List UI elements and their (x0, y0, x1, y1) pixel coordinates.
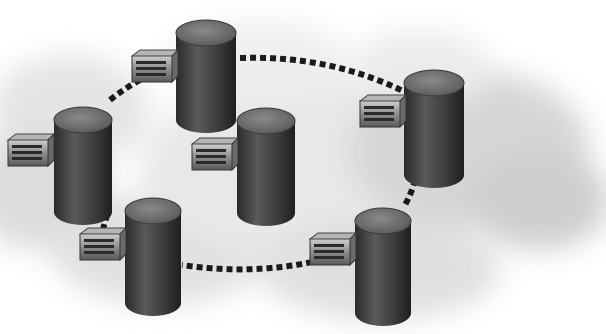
tape-drive-icon (360, 95, 406, 127)
server-cylinder-icon (237, 108, 295, 226)
tape-drive-icon (310, 233, 356, 265)
server-cylinder-icon (176, 20, 236, 133)
tape-drive-icon (80, 228, 126, 260)
server-cylinder-icon (125, 198, 181, 316)
server-cylinder-icon (54, 107, 112, 225)
server-cylinder-icon (404, 70, 464, 188)
tape-drive-icon (192, 138, 238, 170)
server-cylinder-icon (355, 208, 411, 326)
tape-drive-icon (8, 134, 54, 166)
tape-drive-icon (132, 50, 178, 82)
